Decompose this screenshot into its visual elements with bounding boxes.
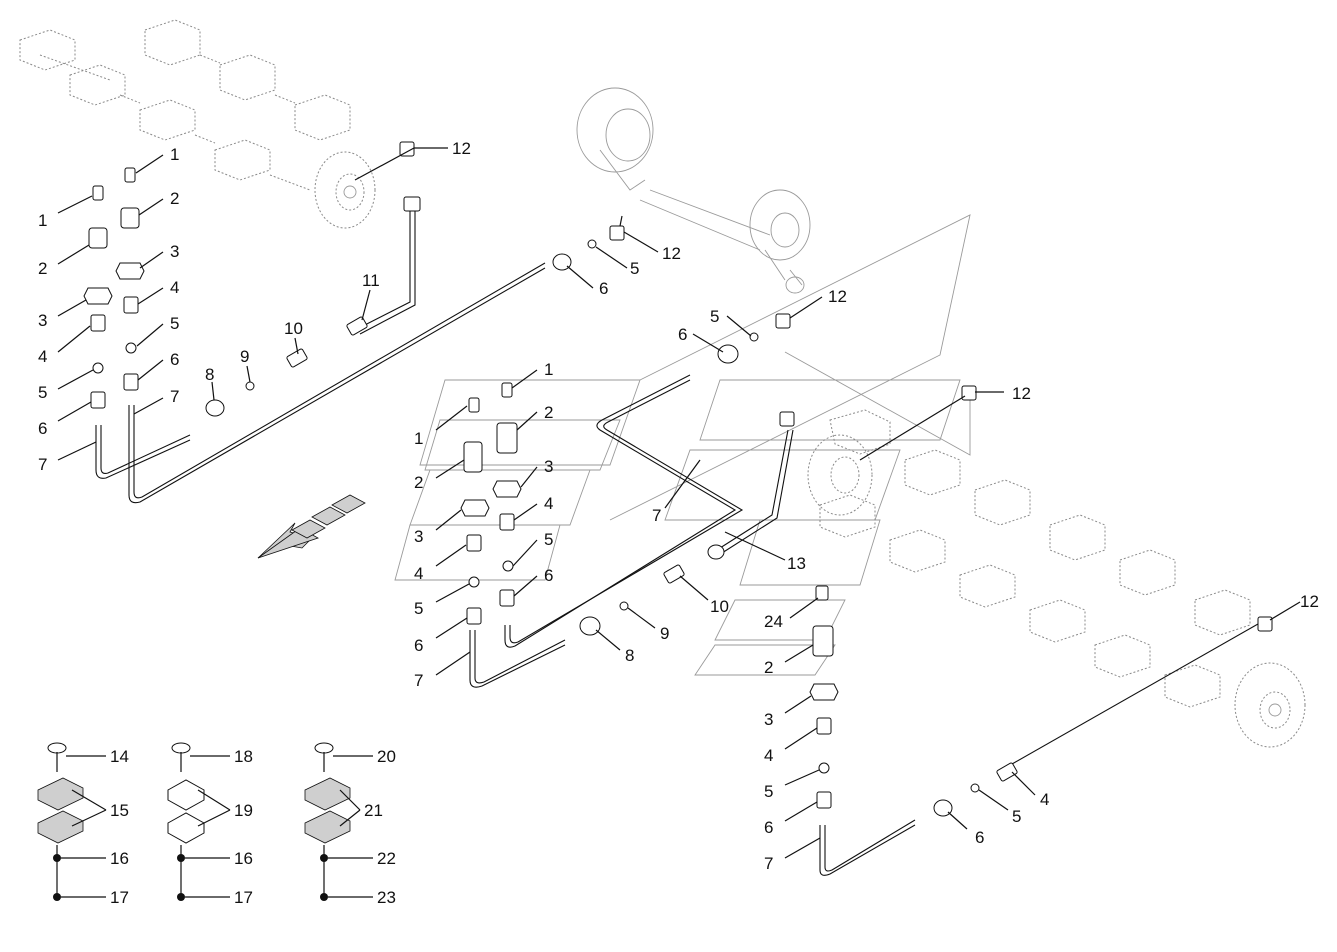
ghost-panels-middle xyxy=(394,214,971,676)
callout-1: 1 xyxy=(38,211,47,230)
callout-3: 3 xyxy=(414,527,423,546)
callout-4: 4 xyxy=(544,494,553,513)
callout-10: 10 xyxy=(284,319,303,338)
callout-13: 13 xyxy=(787,554,806,573)
callout-20: 20 xyxy=(377,747,396,766)
callout-12: 12 xyxy=(828,287,847,306)
callout-3: 3 xyxy=(170,242,179,261)
fittings-left xyxy=(83,141,625,417)
clamp-assemblies xyxy=(37,742,351,901)
callout-3: 3 xyxy=(544,457,553,476)
callout-16: 16 xyxy=(110,849,129,868)
callout-21: 21 xyxy=(364,801,383,820)
callout-6: 6 xyxy=(170,350,179,369)
callout-6: 6 xyxy=(975,828,984,847)
callout-16: 16 xyxy=(234,849,253,868)
callout-24: 24 xyxy=(764,612,783,631)
callout-9: 9 xyxy=(240,347,249,366)
callout-5: 5 xyxy=(544,530,553,549)
callout-2: 2 xyxy=(544,403,553,422)
callout-7: 7 xyxy=(170,387,179,406)
callout-10: 10 xyxy=(710,597,729,616)
callout-7: 7 xyxy=(764,854,773,873)
callout-6: 6 xyxy=(599,279,608,298)
callout-8: 8 xyxy=(625,646,634,665)
callout-1: 1 xyxy=(170,145,179,164)
fittings-middle xyxy=(460,313,977,636)
callout-18: 18 xyxy=(234,747,253,766)
callout-5: 5 xyxy=(170,314,179,333)
ghost-axle-upper xyxy=(576,87,811,294)
ghost-roller-upper-left xyxy=(19,19,376,229)
callout-6: 6 xyxy=(678,325,687,344)
callout-4: 4 xyxy=(1040,790,1049,809)
callout-14: 14 xyxy=(110,747,129,766)
callout-3: 3 xyxy=(38,311,47,330)
callout-labels: 1 2 3 4 5 6 7 1 2 3 4 5 6 7 8 9 10 11 12… xyxy=(38,139,1319,907)
callout-4: 4 xyxy=(764,746,773,765)
callout-7: 7 xyxy=(414,671,423,690)
callout-7: 7 xyxy=(38,455,47,474)
pipe-runs xyxy=(95,200,1266,876)
callout-6: 6 xyxy=(544,566,553,585)
callout-7: 7 xyxy=(652,506,661,525)
leader-lines xyxy=(57,147,1301,898)
callout-6: 6 xyxy=(764,818,773,837)
callout-12: 12 xyxy=(1012,384,1031,403)
direction-arrow xyxy=(257,494,366,559)
callout-17: 17 xyxy=(110,888,129,907)
callout-3: 3 xyxy=(764,710,773,729)
callout-4: 4 xyxy=(414,564,423,583)
callout-5: 5 xyxy=(630,259,639,278)
fittings-right xyxy=(809,585,1273,817)
callout-6: 6 xyxy=(38,419,47,438)
callout-4: 4 xyxy=(38,347,47,366)
callout-1: 1 xyxy=(414,429,423,448)
callout-5: 5 xyxy=(710,307,719,326)
callout-6: 6 xyxy=(414,636,423,655)
callout-22: 22 xyxy=(377,849,396,868)
callout-4: 4 xyxy=(170,278,179,297)
callout-5: 5 xyxy=(1012,807,1021,826)
callout-2: 2 xyxy=(38,259,47,278)
callout-9: 9 xyxy=(660,624,669,643)
callout-11: 11 xyxy=(362,271,380,290)
callout-15: 15 xyxy=(110,801,129,820)
callout-2: 2 xyxy=(170,189,179,208)
callout-12: 12 xyxy=(662,244,681,263)
ghost-roller-lower-right xyxy=(784,351,1306,748)
callout-8: 8 xyxy=(205,365,214,384)
callout-5: 5 xyxy=(764,782,773,801)
callout-23: 23 xyxy=(377,888,396,907)
callout-5: 5 xyxy=(38,383,47,402)
callout-2: 2 xyxy=(414,473,423,492)
callout-12: 12 xyxy=(452,139,471,158)
callout-19: 19 xyxy=(234,801,253,820)
callout-2: 2 xyxy=(764,658,773,677)
callout-1: 1 xyxy=(544,360,553,379)
callout-17: 17 xyxy=(234,888,253,907)
callout-5: 5 xyxy=(414,599,423,618)
callout-12: 12 xyxy=(1300,592,1319,611)
